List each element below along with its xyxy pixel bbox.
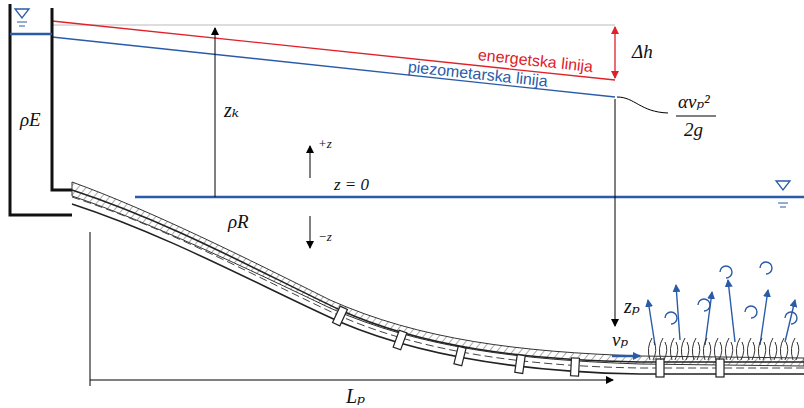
dimension-label: Δh bbox=[632, 42, 653, 61]
axis-label: z = 0 bbox=[334, 176, 369, 193]
density-label: ρE bbox=[20, 110, 41, 129]
velocity-label: vₚ bbox=[612, 330, 628, 349]
dimension-label: zₖ bbox=[224, 100, 239, 120]
density-label: ρR bbox=[228, 212, 249, 231]
dimension-label: zₚ bbox=[624, 296, 640, 316]
axis-label: −z bbox=[318, 230, 332, 243]
formula-denominator: 2g bbox=[684, 120, 703, 139]
axis-label: +z bbox=[318, 137, 332, 150]
dimension-label: Lₚ bbox=[346, 386, 365, 406]
formula-numerator: αvₚ² bbox=[678, 92, 710, 111]
